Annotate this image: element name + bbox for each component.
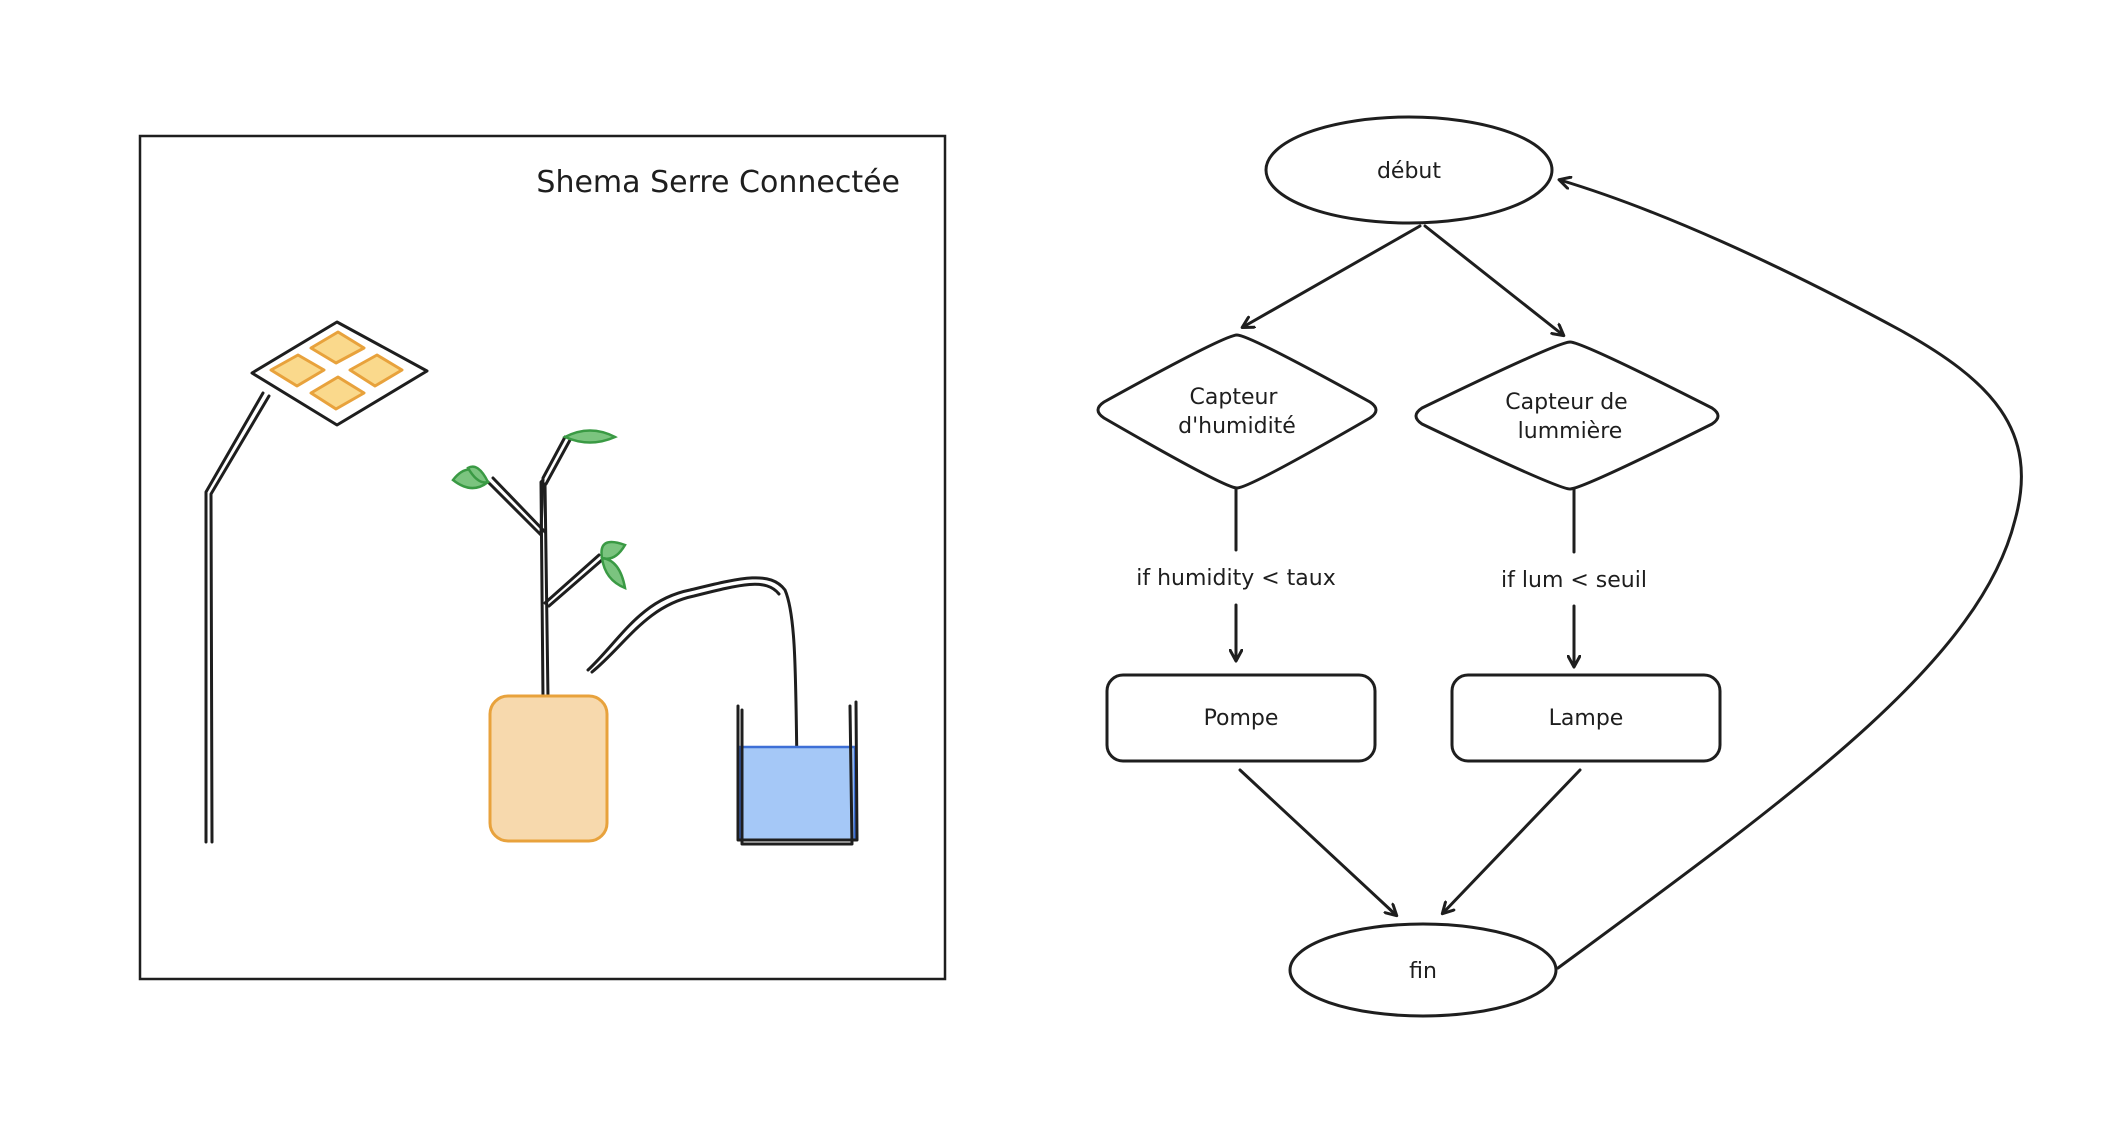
water-tank <box>736 700 859 846</box>
node-humidity-sensor-line-2: d'humidité <box>1178 414 1296 439</box>
node-end-label: fin <box>1409 959 1437 984</box>
water-hose <box>586 576 800 817</box>
scene-title: Shema Serre Connectée <box>536 165 900 200</box>
node-lamp-label: Lampe <box>1549 706 1624 731</box>
node-start: début <box>1264 115 1554 225</box>
edge-start-to-humidity <box>1243 224 1422 327</box>
plant <box>451 429 627 700</box>
edge-light-condition-label: if lum < seuil <box>1501 568 1647 593</box>
lamp-post <box>204 320 429 844</box>
edge-end-to-start <box>1556 180 2023 970</box>
greenhouse-scene: Shema Serre Connectée <box>138 134 947 981</box>
node-light-sensor-label: Capteur de lummière <box>1505 390 1634 444</box>
edge-pump-to-end <box>1238 768 1396 915</box>
lamp-head <box>250 320 429 427</box>
lamp-cell <box>309 330 366 365</box>
leaf-icon <box>600 540 627 560</box>
leaf-icon <box>466 465 490 484</box>
flow-edges <box>1236 180 2023 970</box>
node-humidity-sensor-line-1: Capteur <box>1190 385 1279 410</box>
lamp-cell <box>269 353 326 388</box>
node-light-sensor-line-2: lummière <box>1518 419 1623 444</box>
node-end: fin <box>1288 922 1558 1018</box>
node-light-sensor-line-1: Capteur de <box>1505 390 1627 415</box>
leaf-icon <box>562 429 618 444</box>
node-humidity-sensor: Capteur d'humidité <box>1096 333 1378 490</box>
node-pump: Pompe <box>1105 673 1377 763</box>
node-humidity-sensor-label: Capteur d'humidité <box>1178 385 1296 439</box>
lamp-cell <box>348 353 404 388</box>
scene-frame <box>138 134 947 981</box>
lamp-cell <box>309 375 366 411</box>
edge-lamp-to-end <box>1443 768 1582 913</box>
edge-start-to-light <box>1423 224 1563 335</box>
node-pump-label: Pompe <box>1204 706 1279 731</box>
edge-humidity-condition-label: if humidity < taux <box>1136 566 1336 591</box>
plant-pot <box>488 694 609 843</box>
node-light-sensor: Capteur de lummière <box>1414 340 1720 491</box>
water-level <box>738 745 857 842</box>
node-lamp: Lampe <box>1450 673 1722 763</box>
flowchart: début Capteur d'humidité Capteur de lumm… <box>1096 115 2023 1018</box>
node-start-label: début <box>1377 159 1441 184</box>
leaf-icon <box>600 556 627 590</box>
